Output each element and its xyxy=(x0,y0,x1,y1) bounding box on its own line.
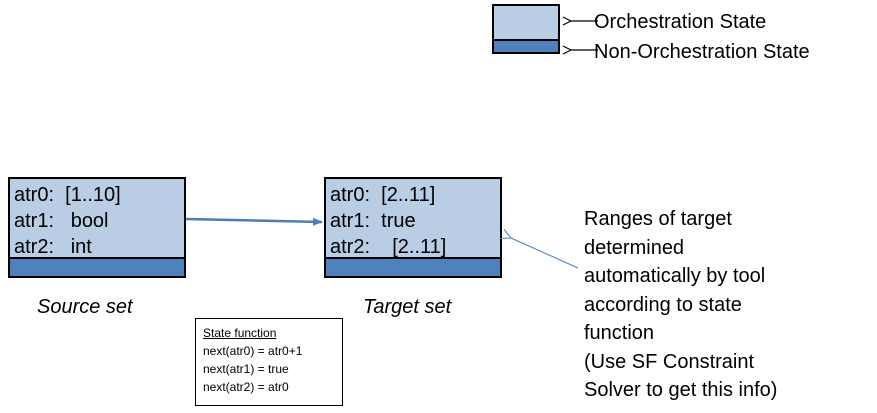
source-set-box: atr0: [1..10] atr1: bool atr2: int xyxy=(8,177,186,278)
state-function-line-1: next(atr1) = true xyxy=(203,362,289,376)
target-attr-0: atr0: [2..11] xyxy=(330,184,436,206)
legend-swatch-bar xyxy=(494,39,558,52)
legend-non-orchestration-label: Non-Orchestration State xyxy=(594,41,810,63)
state-function-box: State function next(atr0) = atr0+1 next(… xyxy=(195,318,343,406)
state-function-title: State function xyxy=(203,326,277,340)
source-set-label: Source set xyxy=(37,296,133,318)
note-line-1: determined xyxy=(584,236,685,259)
source-attr-0: atr0: [1..10] xyxy=(14,184,121,206)
note-line-0: Ranges of target xyxy=(584,208,732,230)
note-line-4: function xyxy=(584,322,655,344)
note-line-6: Solver to get this info) xyxy=(584,379,778,401)
legend-swatch xyxy=(492,4,560,54)
ranges-note: Ranges of target determined automaticall… xyxy=(584,205,874,405)
source-set-bar xyxy=(10,257,184,276)
source-attr-1: atr1: bool xyxy=(14,210,109,232)
target-set-bar xyxy=(326,257,500,276)
target-attr-1: atr1: true xyxy=(330,210,416,232)
note-line-2: automatically by tool xyxy=(584,265,766,287)
legend-orchestration-label: Orchestration State xyxy=(594,11,767,33)
note-line-5: (Use SF Constraint xyxy=(584,350,755,373)
source-attr-2: atr2: int xyxy=(14,236,92,258)
target-set-box: atr0: [2..11] atr1: true atr2: [2..11] xyxy=(324,177,502,278)
note-line-3: according to state xyxy=(584,293,742,316)
transition-arrow xyxy=(185,217,323,226)
target-attr-2: atr2: [2..11] xyxy=(330,236,447,258)
state-function-line-0: next(atr0) = atr0+1 xyxy=(203,344,303,358)
state-function-line-2: next(atr2) = atr0 xyxy=(203,380,289,394)
note-pointer-arrow xyxy=(511,238,579,269)
target-set-label: Target set xyxy=(363,296,452,318)
